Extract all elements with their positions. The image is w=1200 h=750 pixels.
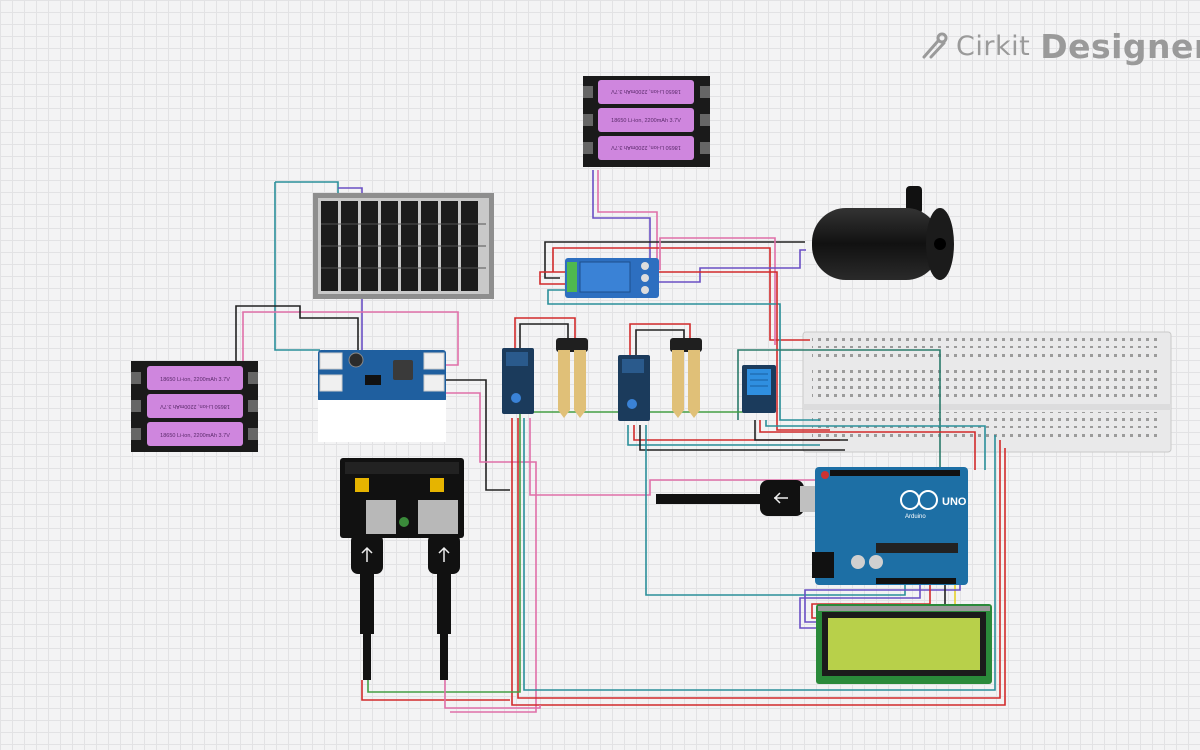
battery-label-top-1: 18650 Li-ion, 2200mAh 3.7V bbox=[611, 88, 681, 94]
wire-green-bottom bbox=[367, 411, 760, 693]
wire-black-relay bbox=[544, 241, 805, 279]
relay-module[interactable] bbox=[565, 258, 659, 298]
wire-red-lcd bbox=[811, 578, 931, 619]
wire-red-s1 bbox=[511, 418, 1006, 706]
usb-cable-left[interactable] bbox=[351, 534, 383, 680]
battery-label-top-3: 18650 Li-ion, 2200mAh 3.7V bbox=[611, 144, 681, 150]
wire-green-dht bbox=[737, 349, 941, 470]
wire-red-s1b bbox=[517, 418, 1001, 699]
arduino-brand-label: Arduino bbox=[905, 514, 926, 520]
brand-name-cirkit: Cirkit bbox=[956, 30, 1031, 62]
wire-teal-s2-arduino bbox=[645, 425, 906, 596]
battery-label-left-3: 18650 Li-ion, 2200mAh 3.7V bbox=[160, 433, 230, 439]
wire-red-bottom bbox=[361, 680, 510, 701]
brand-logo: Cirkit Designer bbox=[918, 24, 1200, 68]
wire-black-charger-out bbox=[446, 379, 510, 491]
wires bbox=[235, 170, 1006, 713]
wire-pink-bottom bbox=[444, 680, 541, 709]
wire-purple-relay-motor bbox=[650, 249, 806, 283]
arduino-model-label: UNO bbox=[942, 496, 967, 508]
wire-pink-relay-motor bbox=[659, 237, 776, 345]
moisture-sensor-module-2[interactable] bbox=[618, 355, 650, 421]
wire-pink-battery bbox=[242, 311, 459, 366]
lcd-16x2[interactable] bbox=[816, 604, 992, 684]
water-pump-motor[interactable] bbox=[812, 186, 954, 280]
wire-black-dht bbox=[754, 420, 848, 441]
breadboard[interactable] bbox=[802, 331, 1172, 453]
battery-label-left-1: 18650 Li-ion, 2200mAh 3.7V bbox=[160, 377, 230, 383]
battery-label-left-2: 18650 Li-ion, 2200mAh 3.7V bbox=[160, 403, 230, 409]
wire-red-relay-motor bbox=[552, 247, 810, 341]
wire-teal-dht bbox=[765, 420, 986, 470]
wire-teal-s1 bbox=[523, 418, 996, 691]
wire-pink-charger-out bbox=[446, 392, 537, 713]
wire-black-battery bbox=[235, 305, 359, 362]
battery-pack-left[interactable]: 18650 Li-ion, 2200mAh 3.7V 18650 Li-ion,… bbox=[131, 361, 258, 452]
wire-black-probe1 bbox=[519, 323, 569, 348]
wire-red-probe1 bbox=[514, 317, 576, 348]
wire-pink-s1 bbox=[529, 418, 820, 496]
wire-pink-topbat bbox=[597, 170, 658, 262]
usb-cable-arduino[interactable] bbox=[656, 480, 820, 516]
moisture-probe-2[interactable] bbox=[670, 338, 702, 418]
wire-teal-solar bbox=[274, 182, 320, 351]
battery-pack-top[interactable]: 18650 Li-ion, 2200mAh 3.7V 18650 Li-ion,… bbox=[583, 76, 710, 167]
breadboard-power-module[interactable] bbox=[340, 458, 464, 538]
wire-teal-solar-top bbox=[275, 181, 339, 194]
wire-red-probe2 bbox=[629, 323, 691, 355]
wire-teal-s2 bbox=[627, 425, 820, 446]
moisture-sensor-module-1[interactable] bbox=[502, 348, 534, 414]
circuit-pliers-icon bbox=[922, 32, 948, 59]
dht-sensor[interactable] bbox=[742, 365, 776, 413]
brand-name-designer: Designer bbox=[1040, 26, 1200, 66]
wire-purple-topbat bbox=[592, 170, 651, 262]
solar-charger-module[interactable] bbox=[318, 350, 446, 442]
wire-black-probe2 bbox=[635, 329, 685, 355]
wire-purple-lcd2 bbox=[799, 578, 921, 629]
wire-red-dht bbox=[759, 420, 976, 470]
moisture-probe-1[interactable] bbox=[556, 338, 588, 418]
wire-black-s2 bbox=[639, 425, 845, 451]
arduino-uno[interactable]: UNO Arduino bbox=[812, 467, 968, 585]
wire-teal-relay bbox=[547, 289, 820, 421]
battery-label-top-2: 18650 Li-ion, 2200mAh 3.7V bbox=[611, 118, 681, 124]
usb-cable-right[interactable] bbox=[428, 534, 460, 680]
solar-panel[interactable] bbox=[313, 193, 494, 299]
